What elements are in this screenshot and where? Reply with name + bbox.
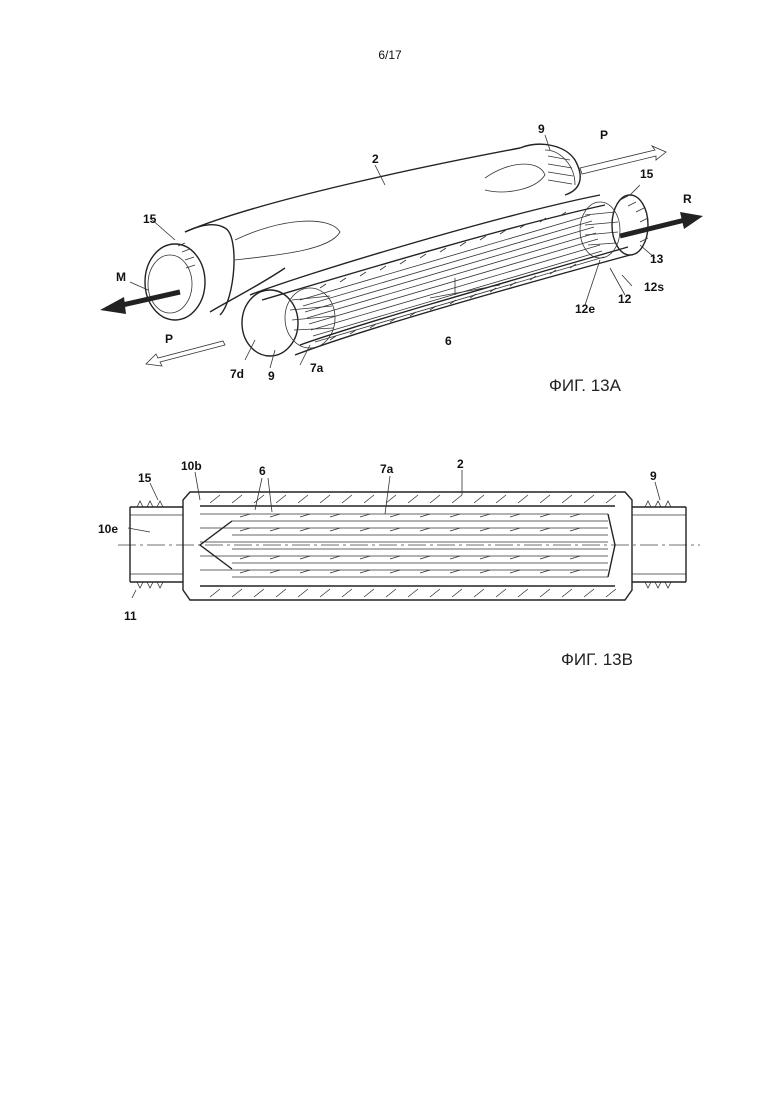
label-P-bottom: P <box>165 332 173 346</box>
label-R: R <box>683 192 692 206</box>
label-10b: 10b <box>181 459 202 473</box>
label-9-top: 9 <box>538 122 545 136</box>
label-7a: 7a <box>310 361 324 375</box>
section-plates <box>200 514 615 577</box>
label-6: 6 <box>445 334 452 348</box>
label-13: 13 <box>650 252 664 266</box>
arrow-M <box>100 292 180 314</box>
figure-13b-drawing: 15 10b 6 7a 2 9 10e 11 <box>98 457 700 623</box>
arrow-P-bottom <box>146 341 225 366</box>
label-7d: 7d <box>230 367 244 381</box>
figure-caption-13a: ФИГ. 13A <box>549 376 621 396</box>
figure-13a-drawing: 2 9 P 15 15 R 13 12s 12 12e 6 M P 7d 9 7… <box>100 122 703 383</box>
label-2-b: 2 <box>457 457 464 471</box>
label-12s: 12s <box>644 280 664 294</box>
label-6-b: 6 <box>259 464 266 478</box>
label-12e: 12e <box>575 302 595 316</box>
label-10e: 10e <box>98 522 118 536</box>
label-12: 12 <box>618 292 632 306</box>
label-M: M <box>116 270 126 284</box>
label-15-b: 15 <box>138 471 152 485</box>
arrow-R <box>620 212 703 236</box>
label-11: 11 <box>124 609 137 623</box>
label-15-right: 15 <box>640 167 654 181</box>
label-2: 2 <box>372 152 379 166</box>
label-15-left: 15 <box>143 212 157 226</box>
figure-caption-13b: ФИГ. 13B <box>561 650 633 670</box>
label-P-top: P <box>600 128 608 142</box>
label-9-bottom: 9 <box>268 369 275 383</box>
label-7a-b: 7a <box>380 462 394 476</box>
label-9-b: 9 <box>650 469 657 483</box>
